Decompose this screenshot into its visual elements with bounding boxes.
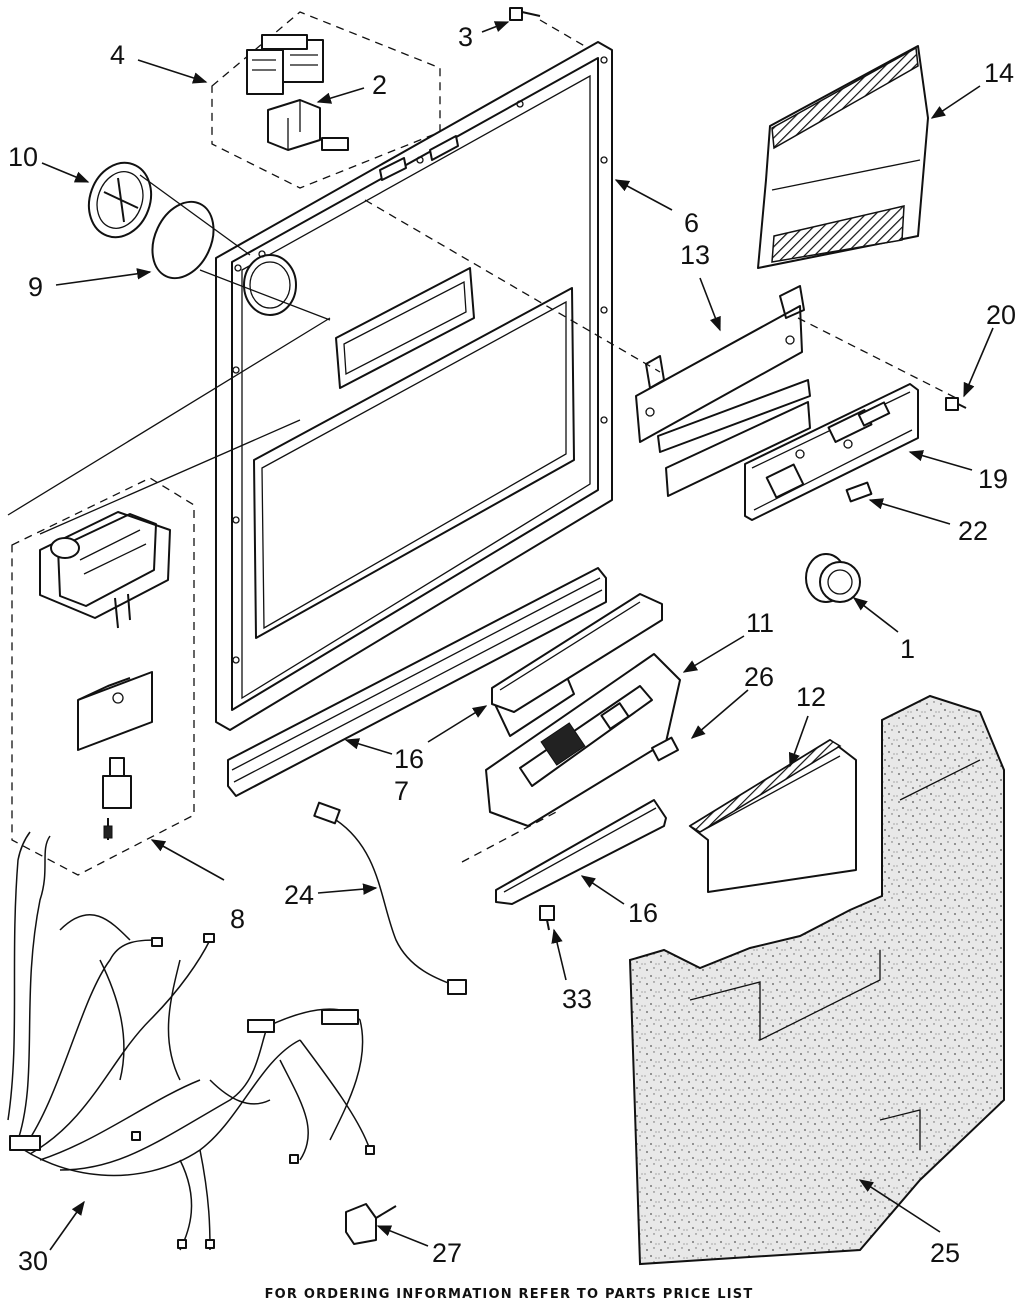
callout-7: 7 <box>394 776 409 806</box>
callout-13: 13 <box>680 240 710 270</box>
component-group-4 <box>211 11 441 189</box>
leader-12 <box>788 715 809 768</box>
footer-note: FOR ORDERING INFORMATION REFER TO PARTS … <box>265 1287 754 1302</box>
callout-22: 22 <box>958 516 988 546</box>
leader-27 <box>376 1225 429 1247</box>
callout-30: 30 <box>18 1246 48 1276</box>
part-20-screw <box>945 397 967 411</box>
leader-20 <box>963 327 994 398</box>
part-13-bracket <box>635 285 811 497</box>
dash-line-13 <box>364 199 661 373</box>
callout-25: 25 <box>930 1238 960 1268</box>
leader-8 <box>150 839 225 881</box>
leader-9 <box>55 268 152 286</box>
callout-1: 1 <box>900 634 915 664</box>
callout-4: 4 <box>110 40 125 70</box>
callout-16-upper: 16 <box>394 744 424 774</box>
leader-26 <box>690 689 749 739</box>
part-24-harness <box>313 801 467 995</box>
part-7-bottom-trim <box>227 567 607 797</box>
part-dispenser-cover <box>77 671 153 751</box>
leader-6 <box>614 179 673 211</box>
callout-10: 10 <box>8 142 38 172</box>
callout-9: 9 <box>28 272 43 302</box>
part-14-label <box>757 45 929 269</box>
leader-3 <box>481 21 510 33</box>
leader-4 <box>137 59 208 84</box>
part-30-wiring-harness <box>7 831 375 1251</box>
callout-33: 33 <box>562 984 592 1014</box>
leader-33 <box>551 928 567 981</box>
part-dispenser <box>39 511 171 629</box>
part-12-strip <box>688 739 857 893</box>
part-3-screw <box>509 7 541 21</box>
callout-2: 2 <box>372 70 387 100</box>
leader-25 <box>858 1179 941 1233</box>
callout-labels: 3 4 2 10 9 6 14 13 20 19 22 1 11 26 12 1… <box>8 22 1016 1276</box>
part-6-inner-door <box>215 41 613 731</box>
door-screw-holes <box>232 56 608 664</box>
leader-2 <box>316 87 365 104</box>
callout-11: 11 <box>746 608 774 638</box>
leader-7 <box>344 738 393 755</box>
part-switch-small <box>321 137 349 151</box>
part-solenoid <box>102 757 132 840</box>
callout-14: 14 <box>984 58 1014 88</box>
leader-10 <box>41 162 90 183</box>
leader-11 <box>682 635 745 673</box>
part-19-control-board <box>744 383 919 521</box>
part-switch-assembly <box>246 34 324 95</box>
part-1-knob <box>805 553 861 603</box>
callout-26: 26 <box>744 662 774 692</box>
part-9-gasket <box>151 200 215 280</box>
part-16-upper-handle <box>491 593 663 713</box>
part-25-insulation <box>628 694 1005 1266</box>
leader-14 <box>930 85 981 119</box>
leader-lines <box>41 21 994 1251</box>
leader-30 <box>49 1200 85 1251</box>
callout-27: 27 <box>432 1238 462 1268</box>
callout-19: 19 <box>978 464 1008 494</box>
part-10-vent <box>87 161 153 239</box>
vent-guide-lines <box>139 174 331 321</box>
callout-16-lower: 16 <box>628 898 658 928</box>
callout-20: 20 <box>986 300 1016 330</box>
callout-24: 24 <box>284 880 314 910</box>
callout-6: 6 <box>684 208 699 238</box>
leader-24 <box>317 883 378 895</box>
leader-16b <box>580 875 625 905</box>
callout-3: 3 <box>458 22 473 52</box>
dash-line-16 <box>461 809 561 863</box>
callout-8: 8 <box>230 904 245 934</box>
part-33-screw <box>539 905 555 931</box>
part-26-clip <box>651 736 679 762</box>
leader-16a <box>427 705 488 743</box>
component-group-8 <box>7 317 331 876</box>
leader-22 <box>868 498 951 525</box>
leader-19 <box>908 450 973 471</box>
leader-1 <box>852 597 899 633</box>
part-27-connector <box>345 1203 397 1245</box>
part-16-lower-handle <box>495 799 667 905</box>
dash-line-20 <box>797 317 961 401</box>
leader-13 <box>699 277 721 332</box>
part-22-clip <box>845 481 873 503</box>
callout-12: 12 <box>796 682 826 712</box>
part-2-bracket <box>267 99 321 151</box>
